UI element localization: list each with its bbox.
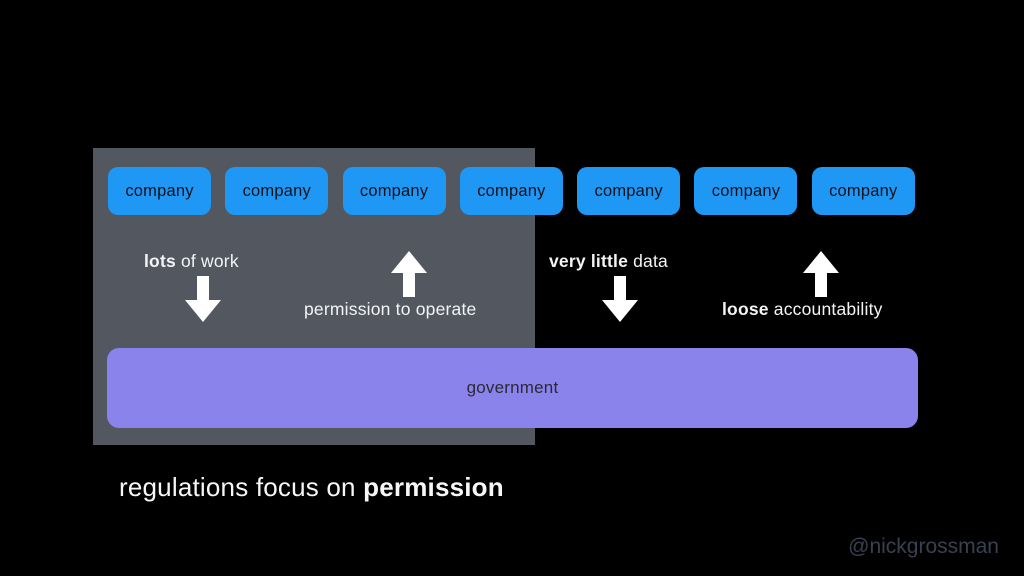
government-label: government (466, 378, 559, 397)
lots-of-work-rest: of work (175, 251, 239, 271)
loose-accountability-rest: accountability (768, 299, 883, 319)
company-box: company (577, 167, 681, 215)
company-row: company company company company company … (108, 167, 915, 215)
permission-to-operate-label: permission to operate (304, 299, 477, 319)
up-arrow-icon (803, 251, 839, 297)
caption-prefix: regulations focus on (119, 472, 364, 502)
caption-emphasis: permission (363, 472, 504, 502)
down-arrow-icon (185, 276, 221, 322)
company-box: company (459, 167, 563, 215)
very-little-data-emphasis: very little (549, 251, 629, 271)
slide-caption: regulations focus on permission (119, 472, 504, 503)
loose-accountability-emphasis: loose (722, 299, 769, 319)
company-box: company (342, 167, 446, 215)
company-box: company (108, 167, 211, 215)
lots-of-work-emphasis: lots (144, 251, 176, 271)
company-box: company (811, 167, 915, 215)
lots-of-work-label: lots of work (144, 251, 239, 272)
down-arrow-icon (602, 276, 638, 322)
company-box: company (225, 167, 329, 215)
company-box: company (694, 167, 798, 215)
government-bar: government (107, 348, 918, 428)
up-arrow-icon (391, 251, 427, 297)
loose-accountability-label: loose accountability (722, 299, 883, 320)
watermark: @nickgrossman (848, 535, 999, 558)
very-little-data-label: very little data (549, 251, 668, 272)
very-little-data-rest: data (628, 251, 668, 271)
